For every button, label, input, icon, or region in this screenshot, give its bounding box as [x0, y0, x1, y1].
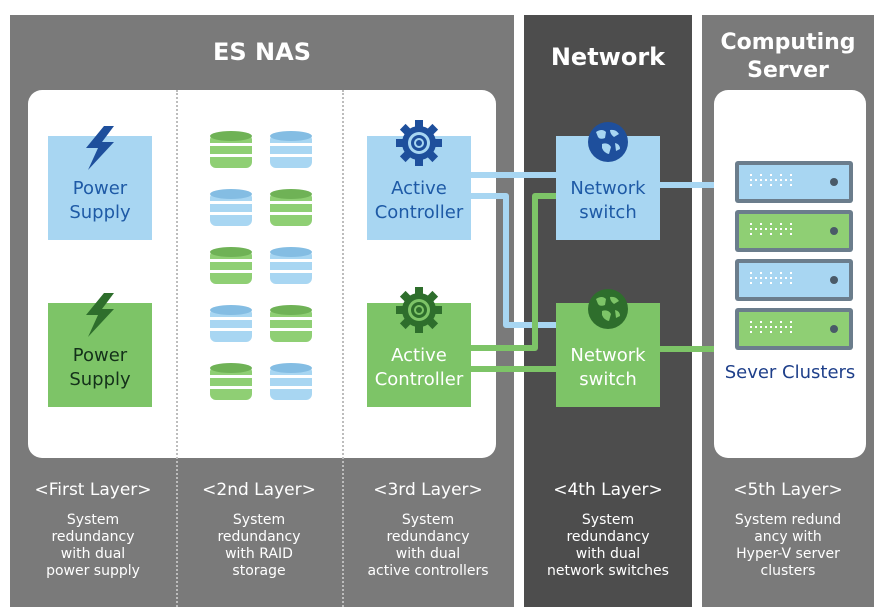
layer-3-desc-line: System — [401, 512, 455, 528]
database-disk-icon — [210, 189, 252, 226]
layer-5-desc-line: Hyper-V server — [736, 546, 840, 562]
layer-2-desc-line: redundancy — [217, 529, 301, 545]
lightning-bolt-icon — [86, 293, 114, 337]
layer-2-desc-line: with RAID — [225, 546, 293, 562]
layer-5-label: <5th Layer> — [733, 480, 843, 500]
switch-bottom-line1: Network — [570, 345, 646, 366]
layer-1-label: <First Layer> — [34, 480, 152, 500]
database-disk-icon — [210, 305, 252, 342]
server-rack-icon — [735, 210, 853, 252]
globe-icon — [588, 289, 628, 329]
power-supply-bottom-line2: Supply — [69, 369, 131, 390]
database-disk-icon — [210, 247, 252, 284]
layer-2-desc-line: storage — [232, 563, 286, 579]
layer-2-desc-line: System — [232, 512, 286, 528]
database-disk-icon — [210, 131, 252, 168]
computing-title-line1: Computing — [720, 30, 856, 55]
layer-1-desc-line: power supply — [46, 563, 140, 579]
layer-1-description: System redundancy with dual power supply — [10, 512, 176, 580]
database-disk-icon — [270, 131, 312, 168]
database-disk-icon — [210, 363, 252, 400]
switch-top-line2: switch — [579, 202, 637, 223]
layer-3-desc-line: redundancy — [386, 529, 470, 545]
database-disk-icon — [270, 189, 312, 226]
lightning-bolt-icon — [86, 126, 114, 170]
active-controller-bottom: Active Controller — [367, 303, 471, 407]
globe-icon — [588, 122, 628, 162]
layer-1-desc-line: redundancy — [51, 529, 135, 545]
computing-server-title: Computing Server — [702, 29, 874, 85]
layer-5-desc-line: System redund — [734, 512, 842, 528]
layer-3-desc-line: with dual — [395, 546, 461, 562]
divider-2 — [342, 90, 344, 607]
layer-4-desc-line: System — [581, 512, 635, 528]
server-rack-icon — [735, 308, 853, 350]
power-supply-top-line2: Supply — [69, 202, 131, 223]
controller-bottom-line1: Active — [391, 345, 447, 366]
layer-3-desc-line: active controllers — [367, 563, 489, 579]
link-ctrl-top-switch-bottom — [470, 193, 556, 328]
server-rack-icon — [735, 259, 853, 301]
layer-4-description: System redundancy with dual network swit… — [524, 512, 692, 580]
power-supply-bottom-line1: Power — [72, 345, 128, 366]
database-disk-icon — [270, 247, 312, 284]
layer-4-desc-line: with dual — [575, 546, 641, 562]
layer-1-desc-line: with dual — [60, 546, 126, 562]
controller-top-line1: Active — [391, 178, 447, 199]
layer-5-desc-line: clusters — [760, 563, 816, 579]
server-rack-icon — [735, 161, 853, 203]
database-disk-icon — [270, 305, 312, 342]
layer-5-description: System redund ancy with Hyper-V server c… — [702, 512, 874, 580]
controller-top-line2: Controller — [374, 202, 464, 223]
gear-target-icon — [396, 120, 442, 166]
computing-title-line2: Server — [747, 58, 829, 83]
layer-5-desc-line: ancy with — [754, 529, 822, 545]
link-ctrl-bottom-switch-top — [470, 193, 556, 351]
layer-1-desc-line: System — [66, 512, 120, 528]
switch-bottom-line2: switch — [579, 369, 637, 390]
controller-bottom-line2: Controller — [374, 369, 464, 390]
divider-1 — [176, 90, 178, 607]
power-supply-top-line1: Power — [72, 178, 128, 199]
layer-4-label: <4th Layer> — [553, 480, 663, 500]
server-clusters-label: Sever Clusters — [724, 362, 856, 383]
es-nas-title: ES NAS — [213, 38, 311, 66]
layer-4-desc-line: network switches — [547, 563, 669, 579]
layer-3-description: System redundancy with dual active contr… — [342, 512, 514, 580]
gear-target-icon — [396, 287, 442, 333]
layer-2-label: <2nd Layer> — [202, 480, 316, 500]
layer-2-description: System redundancy with RAID storage — [176, 512, 342, 580]
database-disk-icon — [270, 363, 312, 400]
layer-3-label: <3rd Layer> — [373, 480, 483, 500]
layer-4-desc-line: redundancy — [566, 529, 650, 545]
switch-top-line1: Network — [570, 178, 646, 199]
network-title: Network — [550, 43, 666, 71]
